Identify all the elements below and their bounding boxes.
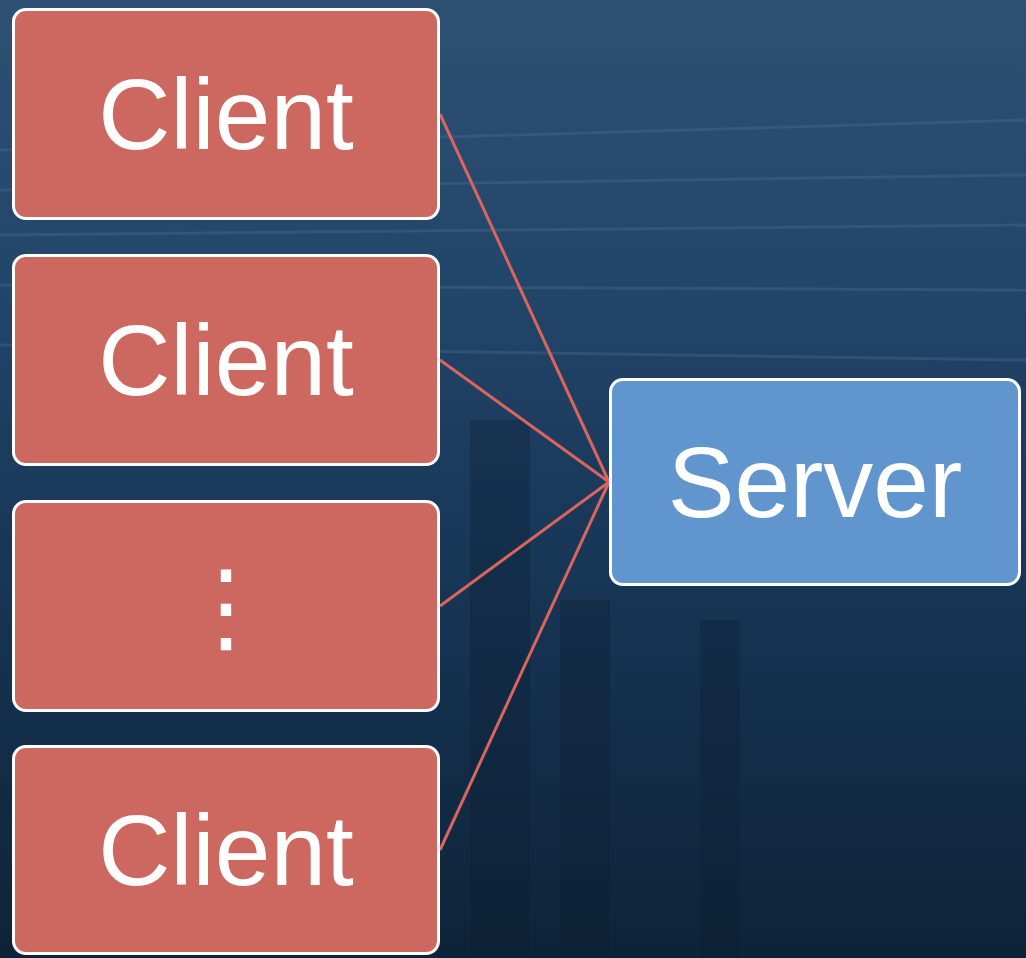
node-label: Client	[98, 305, 354, 415]
node-label: Client	[98, 795, 354, 905]
connector-line	[440, 114, 609, 482]
node-label: ⋮	[176, 551, 276, 661]
connector-line	[440, 482, 609, 850]
node-label: Server	[668, 427, 963, 537]
client-box: Client	[12, 8, 440, 220]
ellipsis-box: ⋮	[12, 500, 440, 712]
connector-line	[440, 360, 609, 482]
server-box: Server	[609, 378, 1021, 586]
client-box: Client	[12, 254, 440, 466]
client-box: Client	[12, 745, 440, 955]
connector-line	[440, 482, 609, 606]
node-label: Client	[98, 59, 354, 169]
